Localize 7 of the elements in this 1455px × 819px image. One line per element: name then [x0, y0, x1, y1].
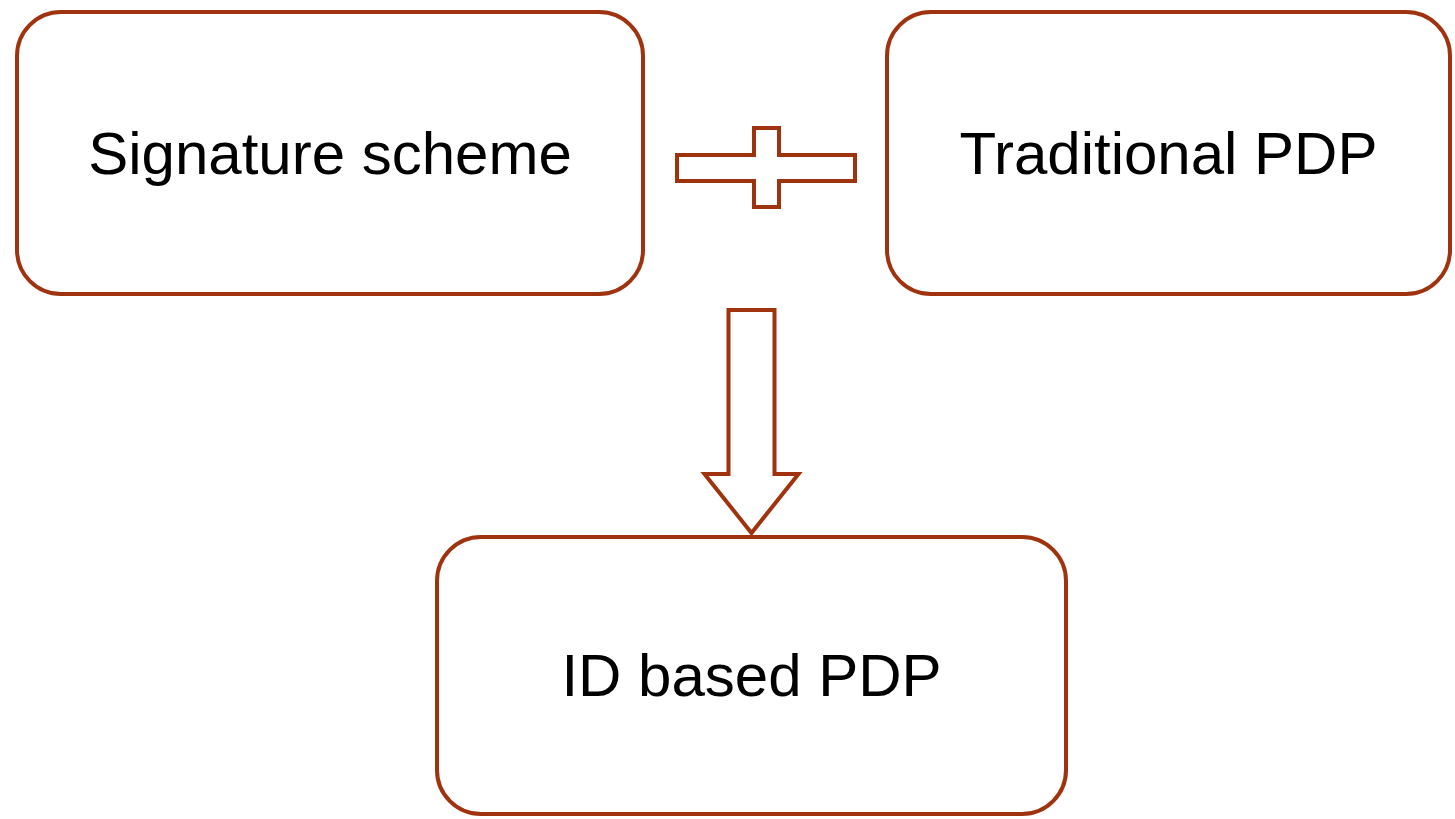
box-label: Traditional PDP — [959, 118, 1378, 188]
process-box — [15, 10, 645, 296]
box-label: ID based PDP — [561, 641, 942, 710]
process-box — [885, 10, 1452, 296]
box-label: Signature scheme — [88, 118, 572, 188]
process-box — [435, 535, 1068, 816]
block-arrow — [700, 308, 803, 537]
